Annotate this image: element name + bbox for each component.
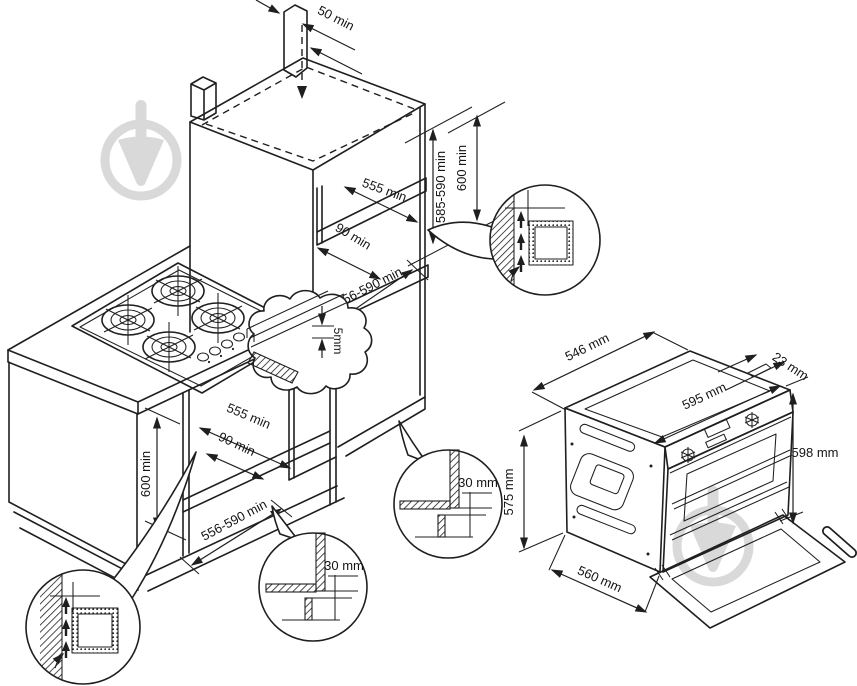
dim-oven-total-height: 598 mm — [792, 445, 839, 460]
plinth-vent-callout-front: 30 mm — [258, 505, 368, 642]
oven-column-drawing — [189, 0, 427, 457]
dim-plinth-vent-front: 30 mm — [324, 558, 364, 573]
dim-lower-vent-gap: 90 min — [216, 429, 258, 459]
hob-knobs — [196, 332, 246, 364]
dim-hob-gap: 5mm — [331, 328, 345, 355]
dim-oven-body-height: 575 mm — [501, 469, 516, 516]
dim-oven-front-width: 595 mm — [680, 379, 729, 412]
hob-gap-callout: 5mm — [246, 289, 373, 395]
dim-oven-bottom-depth: 560 mm — [575, 562, 624, 595]
burner — [151, 266, 205, 316]
dim-lower-niche-height: 600 min — [138, 451, 153, 497]
watermark-trowel-icon — [105, 100, 177, 196]
dim-oven-top-depth: 546 mm — [563, 330, 612, 364]
dim-upper-niche-height: 585-590 min — [433, 151, 448, 223]
dim-upper-niche-depth: 555 min — [360, 175, 409, 205]
dim-chimney-gap: 50 min — [315, 2, 357, 33]
burner — [191, 293, 245, 343]
dim-plinth-vent-side: 30 mm — [458, 475, 498, 490]
lower-dimensions: 555 min 90 min 600 min 556-590 min — [138, 400, 293, 575]
watermark-trowel-icon — [677, 486, 749, 582]
oven-door-handle — [822, 526, 857, 558]
upper-dimensions: 50 min 585-590 min 600 min 555 min 90 mi… — [301, 2, 509, 322]
dim-column-height: 600 min — [454, 145, 469, 191]
plinth-vent-callout-side: 30 mm — [393, 420, 503, 559]
oven-knob-icon — [744, 412, 760, 428]
burner — [101, 295, 155, 345]
dim-upper-vent-gap: 90 min — [333, 220, 374, 253]
duct-detail-callout-bottom — [25, 451, 197, 685]
dim-lower-niche-depth: 555 min — [225, 400, 273, 432]
duct-detail-callout-top — [427, 184, 601, 296]
burner — [142, 322, 196, 372]
dim-lower-niche-width: 556-590 min — [198, 496, 269, 543]
